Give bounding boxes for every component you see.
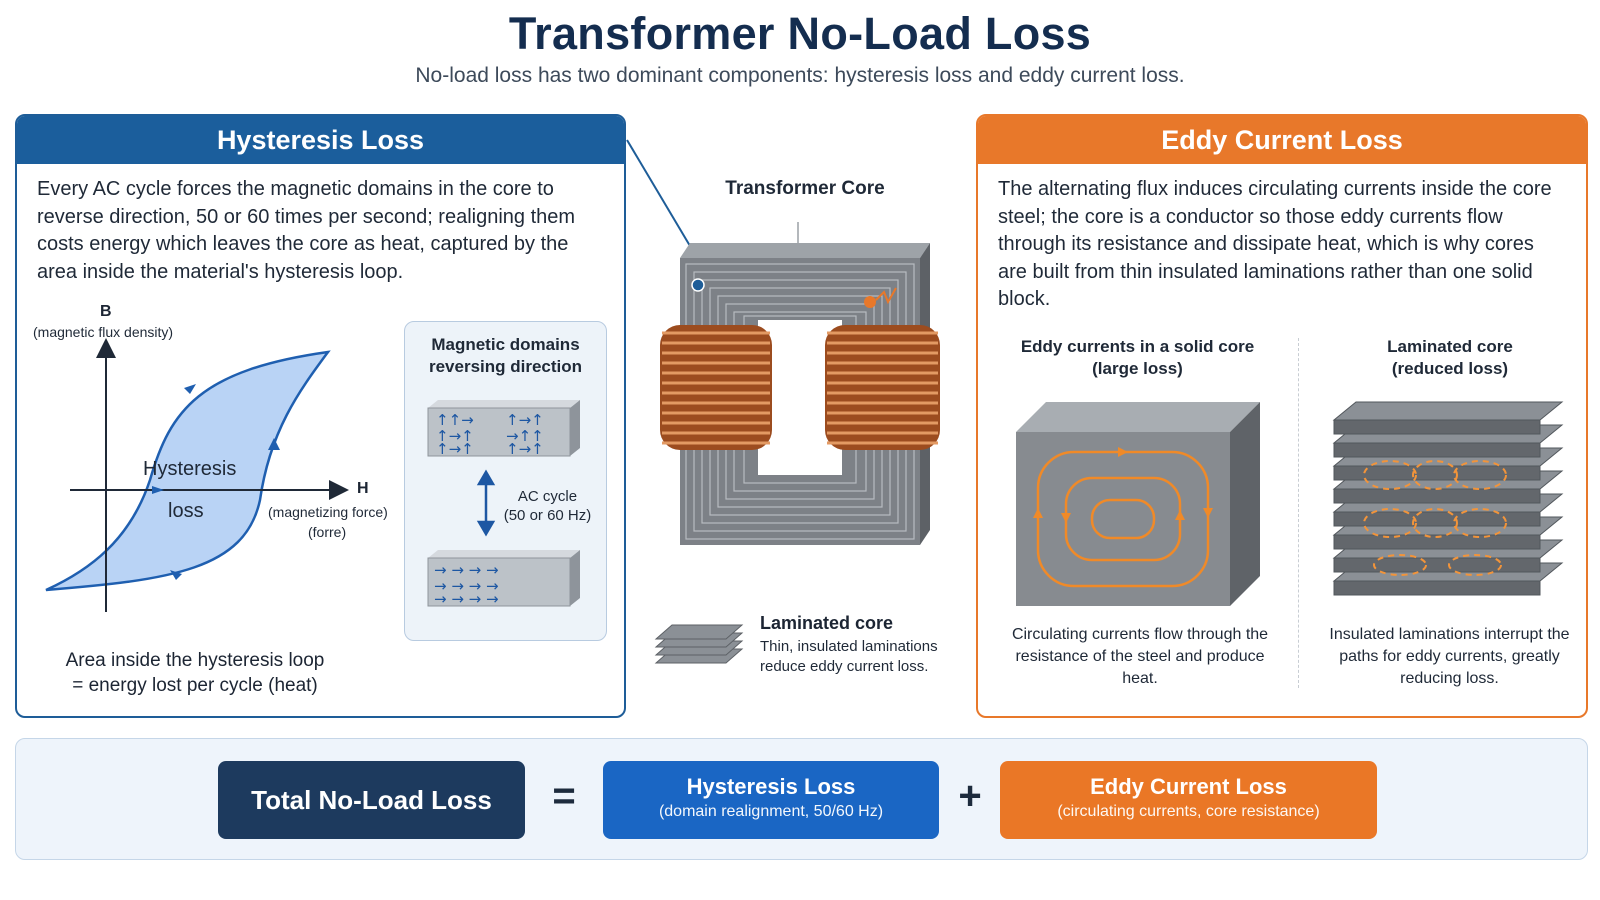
h-axis-description: (magnetizing force): [268, 504, 388, 520]
svg-text:↑→↑: ↑→↑: [436, 427, 474, 445]
solid-core-title: Eddy currents in a solid core (large los…: [1000, 336, 1275, 380]
loop-caption-line-1: Area inside the hysteresis loop: [65, 650, 325, 671]
equals-sign: =: [552, 774, 576, 818]
laminated-core-panel-title: Laminated core (reduced loss): [1325, 336, 1575, 380]
laminated-desc-line-1: Thin, insulated laminations: [760, 638, 938, 655]
svg-text:→ → → →: → → → →: [434, 577, 499, 595]
ac-cycle-arrow: [476, 469, 496, 537]
eddy-loss-box-sub: (circulating currents, core resistance): [1057, 803, 1320, 820]
laminated-core-description: Thin, insulated laminations reduce eddy …: [760, 637, 938, 677]
ac-cycle-line-2: (50 or 60 Hz): [503, 507, 592, 524]
laminated-panel-title-line-1: Laminated core: [1387, 337, 1513, 356]
loop-direction-arrow: [268, 438, 280, 450]
domains-title-line-2: reversing direction: [428, 357, 583, 376]
left-copper-coil: [660, 325, 772, 450]
laminated-desc-line-2: reduce eddy current loss.: [760, 658, 929, 675]
ac-cycle-label: AC cycle (50 or 60 Hz): [500, 487, 595, 525]
page-title: Transformer No-Load Loss: [508, 8, 1092, 59]
interrupted-eddy-loops: [1363, 460, 1507, 576]
b-axis-label: B: [100, 303, 112, 320]
hysteresis-loss-box-sub: (domain realignment, 50/60 Hz): [658, 803, 884, 820]
b-axis-description: (magnetic flux density): [33, 324, 174, 340]
page-subtitle: No-load loss has two dominant components…: [415, 64, 1185, 87]
ac-cycle-line-1: AC cycle: [517, 488, 578, 505]
right-copper-coil: [825, 325, 940, 450]
eddy-current-description: The alternating flux induces circulating…: [998, 178, 1552, 310]
svg-text:→ → → →: → → → →: [434, 561, 499, 579]
plus-sign: +: [958, 774, 982, 818]
hysteresis-heading: Hysteresis Loss: [17, 116, 624, 164]
eddy-current-spark: [875, 287, 897, 305]
domain-block-aligned: → → → → → → → → → → → →: [427, 550, 580, 608]
eddy-current-heading: Eddy Current Loss: [978, 116, 1586, 164]
h-axis-label: H: [357, 480, 369, 497]
hysteresis-loss-box-label: Hysteresis Loss: [686, 774, 856, 799]
svg-text:↑→↑: ↑→↑: [506, 440, 544, 458]
loop-direction-arrow: [152, 486, 164, 494]
solid-core-title-line-1: Eddy currents in a solid core: [1020, 337, 1255, 356]
laminated-core-note: Insulated laminations interrupt the path…: [1329, 626, 1570, 687]
loop-caption: Area inside the hysteresis loop = energy…: [30, 648, 360, 698]
svg-text:↑↑→: ↑↑→: [436, 411, 474, 429]
loop-label-2: loss: [168, 500, 204, 522]
transformer-core-illustration: [626, 139, 940, 545]
domains-illustration: ↑↑→↑→↑ ↑→↑→↑↑ ↑→↑↑→↑ → → → → → → → → → →…: [427, 400, 580, 608]
solid-core-note: Circulating currents flow through the re…: [1011, 626, 1269, 687]
panel-divider: [1298, 338, 1299, 688]
domain-block-random: ↑↑→↑→↑ ↑→↑→↑↑ ↑→↑↑→↑: [427, 400, 580, 458]
laminated-core-title: Laminated core: [760, 613, 894, 633]
solid-core-title-line-2: (large loss): [1092, 359, 1183, 378]
eddy-loss-box-label: Eddy Current Loss: [1090, 774, 1287, 799]
svg-text:↑→↑: ↑→↑: [436, 440, 474, 458]
laminated-panel-title-line-2: (reduced loss): [1391, 359, 1509, 378]
hysteresis-description: Every AC cycle forces the magnetic domai…: [37, 178, 576, 283]
loop-label: Hysteresis: [143, 458, 237, 480]
hysteresis-loop-chart: [45, 338, 349, 612]
loop-direction-arrow: [184, 384, 196, 394]
hysteresis-loss-box: Hysteresis Loss (domain realignment, 50/…: [603, 761, 939, 839]
hysteresis-marker: [691, 278, 705, 292]
laminated-core-icon: [654, 624, 744, 664]
svg-text:→↑↑: →↑↑: [506, 427, 544, 445]
eddy-current-loss-box: Eddy Current Loss (circulating currents,…: [1000, 761, 1377, 839]
loop-caption-line-2: = energy lost per cycle (heat): [72, 675, 318, 696]
domains-title: Magnetic domains reversing direction: [404, 334, 607, 378]
domains-title-line-1: Magnetic domains: [431, 335, 580, 354]
laminated-core-stack: [1332, 401, 1564, 596]
solid-core-block: [1016, 402, 1260, 606]
svg-text:↑→↑: ↑→↑: [506, 411, 544, 429]
total-loss-box: Total No-Load Loss: [218, 761, 525, 839]
loop-direction-arrow: [170, 570, 182, 580]
h-axis-description-2: (forre): [308, 524, 347, 540]
eddy-current-marker: [864, 296, 876, 308]
transformer-core-label: Transformer Core: [725, 178, 885, 199]
hysteresis-loop-area: [45, 350, 331, 592]
svg-text:→ → → →: → → → →: [434, 590, 499, 608]
